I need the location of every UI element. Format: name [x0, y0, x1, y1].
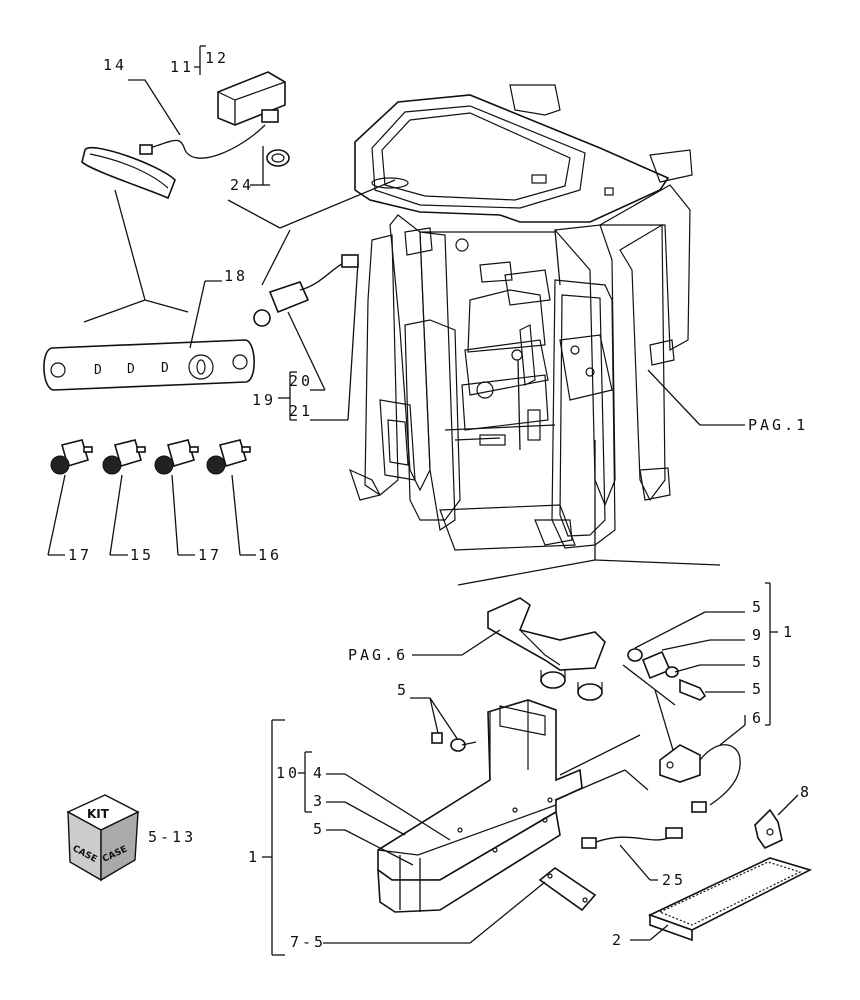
callout-2: 2: [612, 931, 624, 949]
console-1-part: [377, 699, 583, 913]
callout-14: 14: [103, 56, 127, 74]
callout-8: 8: [800, 783, 812, 801]
bushing-parts: [627, 648, 707, 701]
plug-24-part: [266, 149, 290, 167]
callout-5-13: 5-13: [148, 828, 196, 846]
callout-3: 3: [313, 792, 325, 810]
callout-pag6: PAG.6: [348, 646, 408, 664]
callout-1b: 1: [248, 848, 260, 866]
bracket-8-part: [754, 808, 783, 850]
panel-18-part: D D D: [43, 339, 255, 391]
callout-18: 18: [224, 267, 248, 285]
console-bracket-part: [487, 597, 606, 701]
callout-5d: 5: [397, 681, 409, 699]
svg-text:D: D: [94, 363, 105, 378]
switch-box-part: [217, 71, 286, 126]
kit-label: KIT: [87, 807, 110, 821]
screw-5-part: [431, 732, 477, 752]
switch-17b-part: [154, 439, 199, 475]
harness-25-part: [581, 827, 683, 849]
switches-row: [50, 439, 251, 475]
callout-4: 4: [313, 764, 325, 782]
callout-12: 12: [205, 49, 229, 67]
switch-16-part: [206, 439, 251, 475]
callout-17b: 17: [198, 546, 222, 564]
harness-14-part: [81, 79, 266, 200]
callout-21: 21: [289, 402, 313, 420]
callout-9: 9: [752, 626, 764, 644]
callout-5a: 5: [752, 598, 764, 616]
callout-1a: 1: [783, 623, 795, 641]
mat-2-part: [647, 857, 813, 942]
callout-pag1: PAG.1: [748, 416, 808, 434]
callout-11: 11: [170, 58, 194, 76]
callout-19: 19: [252, 391, 276, 409]
kit-icon: KIT CASE CASE: [66, 794, 140, 882]
callout-5b: 5: [752, 653, 764, 671]
callout-20: 20: [289, 372, 313, 390]
sensor-20-21-part: [253, 254, 359, 327]
callout-25: 25: [662, 871, 686, 889]
callout-24: 24: [230, 176, 254, 194]
switch-15-part: [102, 439, 146, 475]
callout-17a: 17: [68, 546, 92, 564]
switch-17a-part: [50, 439, 93, 475]
callout-16: 16: [258, 546, 282, 564]
plate-7-5-part: [538, 867, 597, 912]
callout-6: 6: [752, 709, 764, 727]
callout-5e: 5: [313, 820, 325, 838]
callout-10: 10: [276, 764, 300, 782]
callout-7-5: 7-5: [290, 933, 326, 951]
svg-text:D: D: [161, 361, 172, 376]
callout-5c: 5: [752, 680, 764, 698]
callout-15: 15: [130, 546, 154, 564]
svg-text:D: D: [127, 362, 138, 377]
cab-assembly: [348, 84, 693, 551]
module-6-part: [659, 744, 741, 813]
